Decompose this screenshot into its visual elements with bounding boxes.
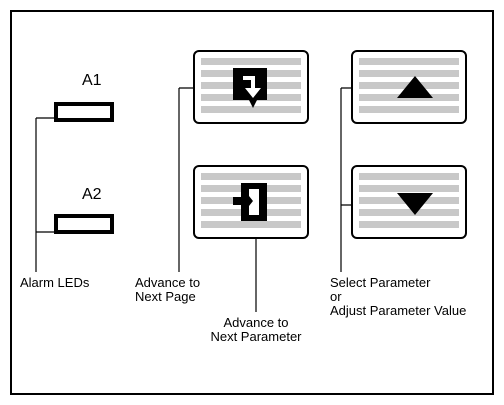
advance-next-page-label: Advance to Next Page	[135, 275, 201, 304]
down-arrow-icon	[397, 193, 433, 215]
parameter-advance-key[interactable]	[193, 165, 309, 239]
page-advance-icon	[233, 68, 267, 108]
parameter-advance-icon	[233, 183, 267, 221]
advance-next-parameter-label: Advance to Next Parameter	[210, 315, 302, 344]
alarm-leds-label: Alarm LEDs	[20, 275, 90, 290]
led-a2-label: A2	[82, 186, 102, 203]
up-arrow-icon	[397, 76, 433, 98]
down-key[interactable]	[351, 165, 467, 239]
up-key[interactable]	[351, 50, 467, 124]
alarm-led-a2	[54, 214, 114, 234]
select-parameter-label: Select Parameter or Adjust Parameter Val…	[330, 275, 467, 318]
page-advance-key[interactable]	[193, 50, 309, 124]
led-a1-label: A1	[82, 72, 102, 89]
alarm-led-a1	[54, 102, 114, 122]
